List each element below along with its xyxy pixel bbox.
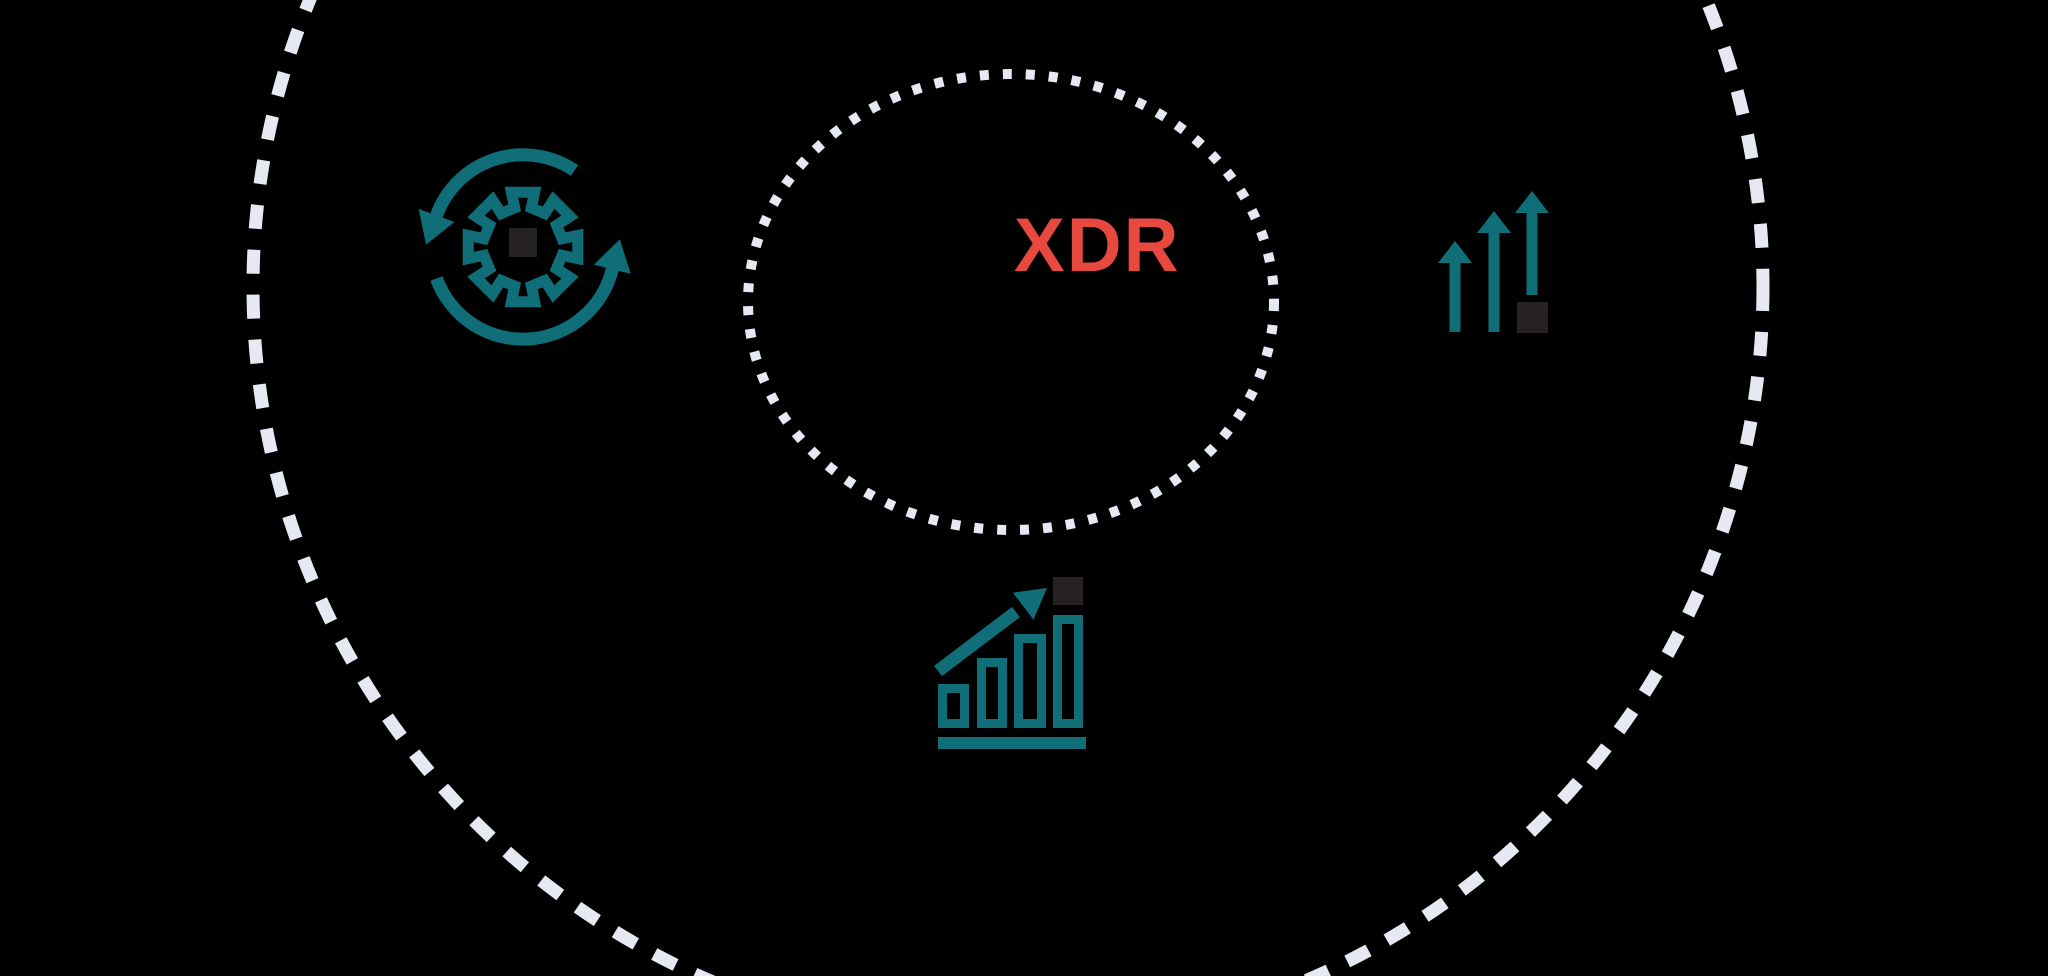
chart-baseline [938,737,1086,749]
gear-cycle-icon [418,148,631,346]
chart-bar-1 [938,684,969,728]
growth-arrow-3-shaft [1526,211,1538,295]
bar-chart-trend-icon [934,577,1086,749]
inner-dotted-circle [743,69,1279,535]
outer-dashed-circle [246,0,1770,976]
growth-arrow-1-shaft [1449,260,1461,332]
growth-arrow-2-shaft [1488,231,1500,332]
chart-bar-3 [1014,634,1046,728]
gear-outline-icon [462,186,584,308]
growth-arrow-2-head [1477,211,1511,233]
growth-arrows-dark-square [1517,302,1548,333]
chart-dark-square [1053,577,1083,605]
chart-bar-4 [1053,615,1083,728]
gear-center-square [509,228,537,257]
chart-bar-2 [977,658,1007,728]
cycle-arc-top [430,148,579,218]
chart-trend-arrowhead [1012,588,1047,620]
cycle-arc-bottom [430,267,619,346]
growth-arrow-1-head [1438,241,1472,263]
cycle-arrowhead-right-icon [593,239,631,274]
chart-trend-arrow-shaft [934,606,1020,677]
growth-arrow-3-head [1515,191,1549,213]
growth-arrows-icon [1438,191,1549,333]
xdr-label: XDR [1014,203,1180,288]
cycle-arrowhead-left-icon [418,209,455,245]
